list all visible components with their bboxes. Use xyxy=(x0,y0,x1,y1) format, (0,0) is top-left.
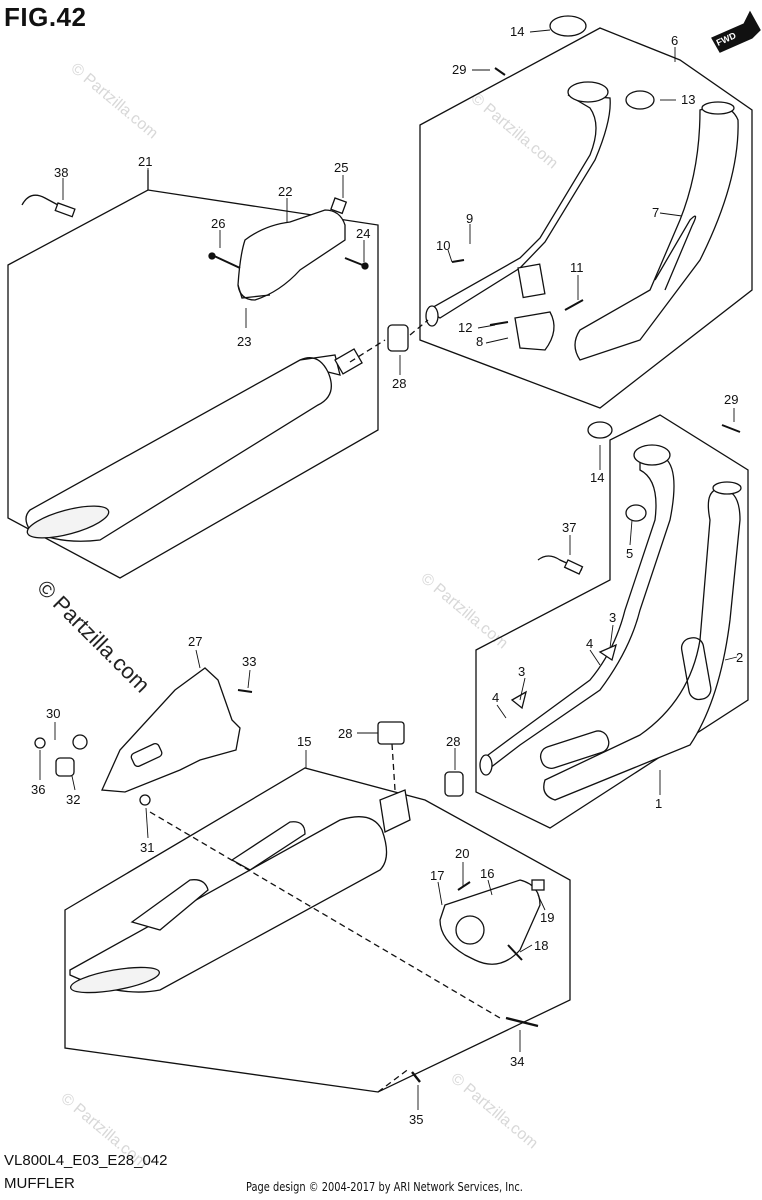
rear-heat-shield xyxy=(237,209,346,301)
callout-3-upper: 3 xyxy=(609,610,616,625)
watermark-2: © Partzilla.com xyxy=(467,90,561,172)
callout-28-upper: 28 xyxy=(392,376,406,391)
muffler-bracket xyxy=(101,667,241,793)
leader-lines xyxy=(39,29,738,1110)
callout-20: 20 xyxy=(455,846,469,861)
front-muffler-body xyxy=(69,816,388,993)
callout-35: 35 xyxy=(409,1112,423,1127)
callout-22: 22 xyxy=(278,184,292,199)
front-muffler-frame xyxy=(64,767,571,1093)
muffler-bracket-assembly xyxy=(34,667,253,806)
rear-pipe-frame xyxy=(419,27,753,409)
gasket-upper xyxy=(349,319,429,363)
callout-16: 16 xyxy=(480,866,494,881)
fwd-arrow-icon: FWD xyxy=(711,10,761,53)
callout-37: 37 xyxy=(562,520,576,535)
callout-11: 11 xyxy=(570,260,584,275)
callout-13: 13 xyxy=(681,92,695,107)
callout-3-lower: 3 xyxy=(518,664,525,679)
callout-12: 12 xyxy=(458,320,472,335)
callout-14-lower: 14 xyxy=(590,470,604,485)
figure-title: FIG.42 xyxy=(4,2,87,32)
front-pipe-cover xyxy=(543,488,741,801)
callout-28-sleeve: 28 xyxy=(338,726,352,741)
rear-exhaust-pipe-assembly xyxy=(419,15,753,409)
callout-1: 1 xyxy=(655,796,662,811)
callout-28-mid: 28 xyxy=(446,734,460,749)
front-exhaust-pipe xyxy=(483,454,675,769)
callout-14-upper: 14 xyxy=(510,24,524,39)
callout-17: 17 xyxy=(430,868,444,883)
callout-38: 38 xyxy=(54,165,68,180)
front-muffler-mount-plate xyxy=(130,879,209,931)
callout-21: 21 xyxy=(138,154,152,169)
front-muffler-assembly xyxy=(64,767,571,1093)
callout-15: 15 xyxy=(297,734,311,749)
rear-pipe-cover xyxy=(574,106,739,361)
callout-36: 36 xyxy=(31,782,45,797)
callout-8: 8 xyxy=(476,334,483,349)
rear-muffler-body xyxy=(25,357,332,542)
front-exhaust-pipe-assembly xyxy=(475,414,749,829)
front-pipe-frame xyxy=(475,414,749,829)
watermark-5: © Partzilla.com xyxy=(447,1070,541,1152)
callout-31: 31 xyxy=(140,840,154,855)
diagram-name: MUFFLER xyxy=(4,1175,75,1192)
callout-9: 9 xyxy=(466,211,473,226)
watermark-3: © Partzilla.com xyxy=(417,570,511,652)
callout-19: 19 xyxy=(540,910,554,925)
callout-33: 33 xyxy=(242,654,256,669)
callout-23: 23 xyxy=(237,334,251,349)
rear-muffler-assembly xyxy=(7,170,379,579)
callout-24: 24 xyxy=(356,226,370,241)
callout-29-lower: 29 xyxy=(724,392,738,407)
callout-26: 26 xyxy=(211,216,225,231)
callout-labels: 38 21 22 25 26 24 23 28 9 10 12 8 11 7 1… xyxy=(31,24,743,1127)
callout-5: 5 xyxy=(626,546,633,561)
front-heat-shield xyxy=(439,879,541,965)
rear-exhaust-pipe xyxy=(426,94,611,319)
page-credit: Page design © 2004-2017 by ARI Network S… xyxy=(246,1180,523,1194)
callout-32: 32 xyxy=(66,792,80,807)
callout-6: 6 xyxy=(671,33,678,48)
callout-29-upper: 29 xyxy=(452,62,466,77)
callout-2: 2 xyxy=(736,650,743,665)
gasket-middle xyxy=(377,721,464,797)
callout-4-upper: 4 xyxy=(586,636,593,651)
diagram-code: VL800L4_E03_E28_042 xyxy=(4,1152,168,1169)
callout-34: 34 xyxy=(510,1054,524,1069)
callout-4-lower: 4 xyxy=(492,690,499,705)
callout-25: 25 xyxy=(334,160,348,175)
callout-27: 27 xyxy=(188,634,202,649)
callout-30: 30 xyxy=(46,706,60,721)
callout-7: 7 xyxy=(652,205,659,220)
callout-10: 10 xyxy=(436,238,450,253)
callout-18: 18 xyxy=(534,938,548,953)
watermark-1: © Partzilla.com xyxy=(67,60,161,142)
